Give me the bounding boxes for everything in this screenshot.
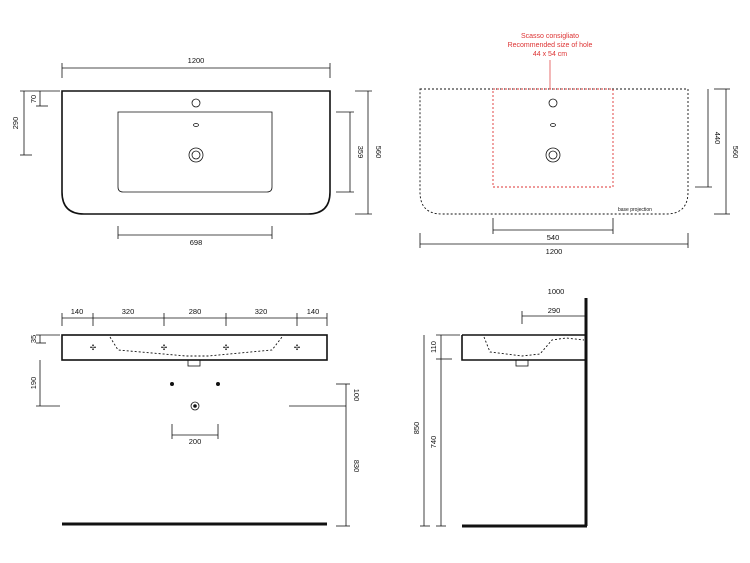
dim-label-seg-1: 140 bbox=[71, 307, 84, 316]
cutout-view: Scasso consigliato Recommended size of h… bbox=[419, 33, 740, 256]
basin-side-profile bbox=[461, 334, 586, 361]
bowl-outline bbox=[117, 111, 273, 193]
drain-outer-icon bbox=[545, 147, 561, 163]
fixing-hole-icon bbox=[170, 382, 174, 386]
dim-label-seg-4: 320 bbox=[255, 307, 268, 316]
dim-label-width: 1200 bbox=[546, 247, 563, 256]
dim-label-waste-spacing: 200 bbox=[189, 437, 202, 446]
dim-label-depth: 560 bbox=[731, 146, 740, 159]
dim-label-rim-height: 110 bbox=[429, 341, 438, 353]
tap-hole-icon bbox=[191, 98, 201, 108]
waste-outlet bbox=[187, 359, 201, 367]
tap-hole-icon bbox=[548, 98, 558, 108]
dim-label-basin-depth: 359 bbox=[356, 146, 365, 159]
basin-outline bbox=[61, 90, 331, 215]
dim-label-basin-width: 698 bbox=[190, 238, 203, 247]
fixing-cross-icon: ✣ bbox=[223, 343, 230, 352]
dim-label-seg-5: 140 bbox=[307, 307, 320, 316]
waste-pipe-core-icon bbox=[193, 404, 197, 408]
dim-label-hole-width: 540 bbox=[547, 233, 560, 242]
dim-label-overall-height: 850 bbox=[412, 422, 421, 435]
dim-label-rim-height: 35 bbox=[29, 335, 38, 343]
dashed-basin-outline bbox=[419, 88, 689, 215]
dim-label-seg-2: 320 bbox=[122, 307, 135, 316]
fixing-cross-icon: ✣ bbox=[90, 343, 97, 352]
top-view: 1200 698 560 359 290 70 bbox=[11, 56, 383, 247]
cutout-hole-size: 44 x 54 cm bbox=[533, 51, 567, 58]
dim-label-waste-offset: 100 bbox=[352, 389, 361, 402]
bowl-side-hidden bbox=[483, 336, 585, 357]
dim-label-hole-depth: 440 bbox=[713, 132, 722, 145]
drain-outer-icon bbox=[188, 147, 204, 163]
overflow-hole-icon bbox=[550, 123, 556, 127]
cutout-title-it: Scasso consigliato bbox=[521, 33, 579, 40]
base-projection-label: base projection bbox=[618, 207, 652, 213]
front-view: 140 320 280 320 140 ✣ ✣ ✣ ✣ 35 190 200 bbox=[29, 307, 361, 527]
fixing-cross-icon: ✣ bbox=[161, 343, 168, 352]
dim-label-tap: 70 bbox=[29, 95, 38, 103]
overflow-hole-icon bbox=[193, 123, 199, 127]
dim-label-depth-hole: 290 bbox=[548, 306, 561, 315]
dim-label-basin-height: 740 bbox=[429, 436, 438, 449]
dim-label-top-offset: 190 bbox=[29, 377, 38, 390]
dim-label-depth: 560 bbox=[374, 146, 383, 159]
drain-inner-icon bbox=[548, 150, 558, 160]
drain-inner-icon bbox=[191, 150, 201, 160]
waste-pipe-icon bbox=[190, 401, 200, 411]
dim-label-waste-height: 830 bbox=[352, 460, 361, 473]
dim-label-rim: 290 bbox=[11, 117, 20, 130]
dim-label-width: 1200 bbox=[188, 56, 205, 65]
side-waste-outlet bbox=[515, 359, 529, 367]
side-view: 1000 290 110 850 740 bbox=[412, 287, 588, 528]
recommended-hole-rect bbox=[492, 88, 614, 188]
fixing-hole-icon bbox=[216, 382, 220, 386]
fixing-cross-icon: ✣ bbox=[294, 343, 301, 352]
bowl-hidden-line bbox=[109, 336, 283, 357]
cutout-title-en: Recommended size of hole bbox=[508, 42, 593, 49]
dim-label-seg-3: 280 bbox=[189, 307, 202, 316]
dim-label-total-height: 1000 bbox=[548, 287, 565, 296]
